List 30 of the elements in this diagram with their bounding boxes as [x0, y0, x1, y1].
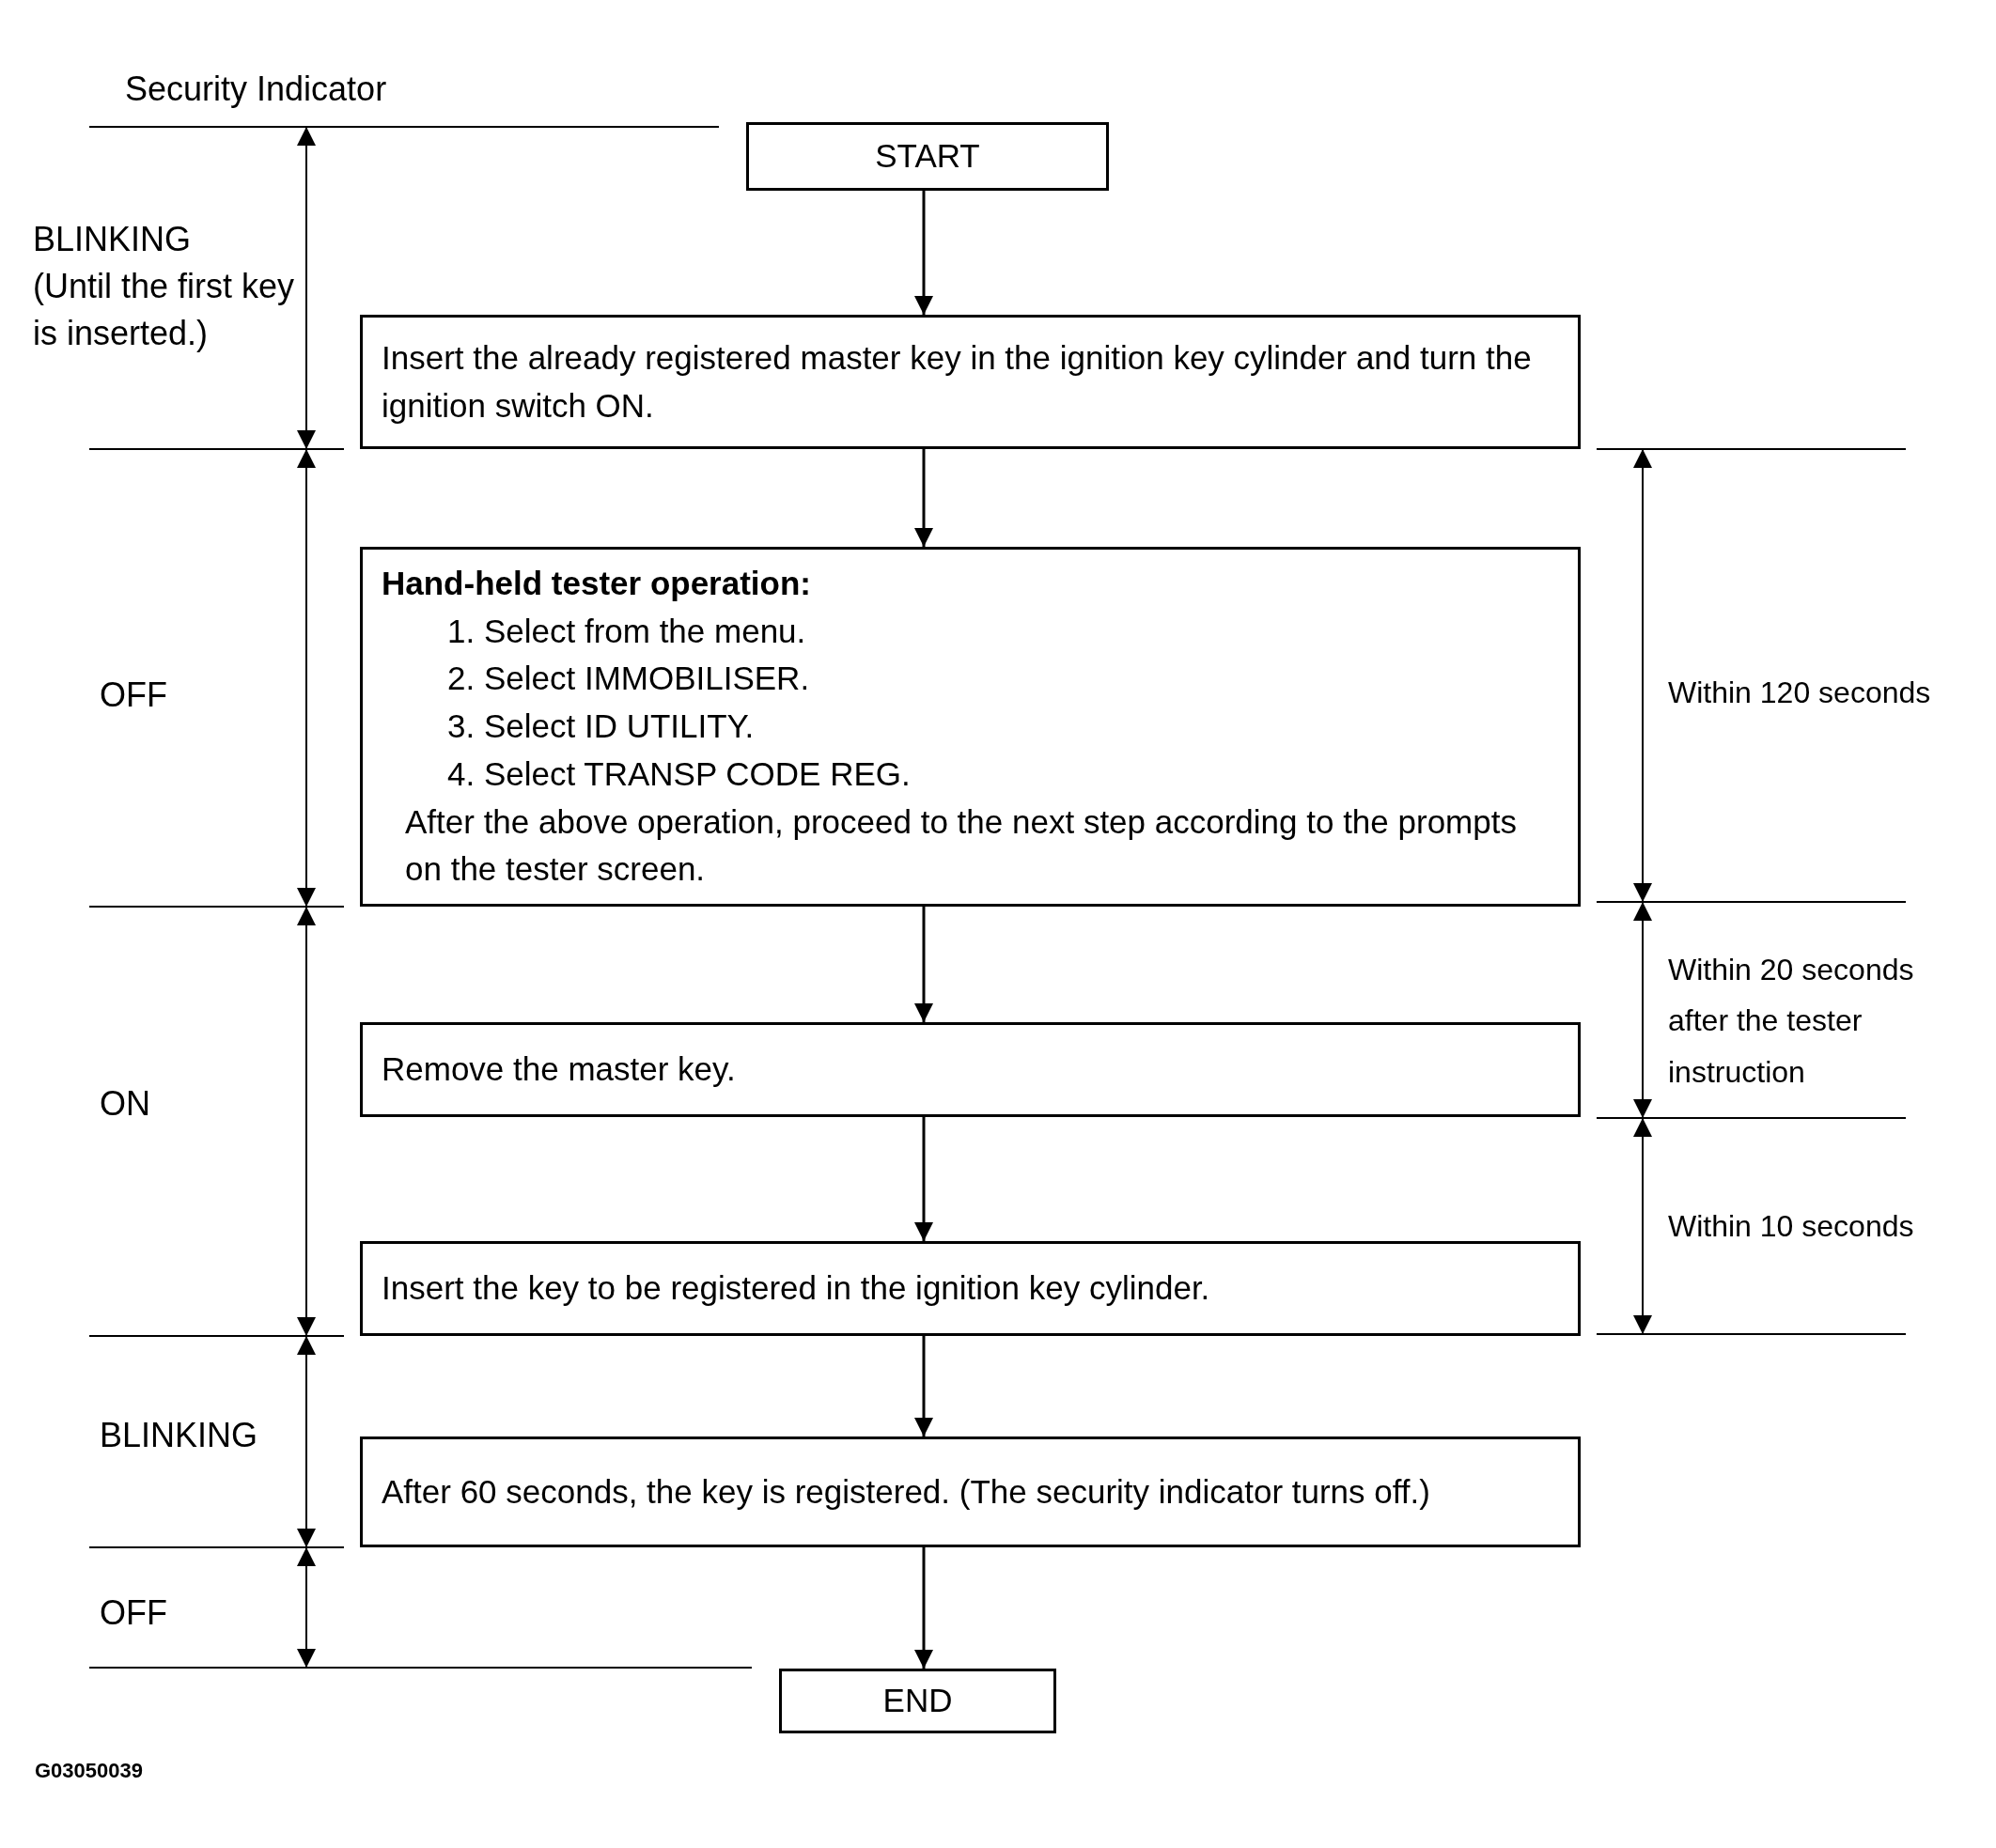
- process-box: [360, 547, 1581, 907]
- state-text: BLINKING: [100, 1415, 258, 1456]
- step-text: 4. Select TRANSP CODE REG.: [447, 753, 912, 794]
- box-text: After the above operation, proceed to the next step according to the prompts on the tester screen.: [405, 801, 1518, 890]
- arrow: [914, 1117, 933, 1241]
- arrow: [914, 449, 933, 547]
- time-limit-text: Within 10 seconds: [1668, 1208, 1914, 1245]
- step-text: 2. Select IMMOBILISER.: [447, 659, 811, 699]
- arrow: [914, 907, 933, 1022]
- process-box: Insert the already registered master key in the ignition key cylinder and turn the ignition switch ON.: [360, 315, 1581, 449]
- heading-text: Security Indicator: [125, 69, 387, 110]
- state-note: (Until the first key is inserted.): [33, 266, 296, 355]
- arrow: [914, 1547, 933, 1669]
- process-box: After 60 seconds, the key is registered. (The security indicator turns off.): [360, 1436, 1581, 1547]
- step-text: 3. Select ID UTILITY.: [447, 707, 756, 747]
- state-text: BLINKING: [33, 219, 192, 260]
- arrow: [914, 1336, 933, 1436]
- end-box: END: [779, 1669, 1056, 1733]
- process-box: Remove the master key.: [360, 1022, 1581, 1117]
- figure-code: G03050039: [35, 1758, 143, 1784]
- state-text: OFF: [100, 1592, 167, 1634]
- state-text: OFF: [100, 675, 167, 716]
- time-limit-text: Within 20 seconds after the tester instruction: [1668, 952, 1915, 1091]
- time-limit-text: Within 120 seconds: [1668, 675, 1931, 711]
- start-box: START: [746, 122, 1109, 191]
- process-box: Insert the key to be registered in the ignition key cylinder.: [360, 1241, 1581, 1336]
- step-text: 1. Select from the menu.: [447, 611, 807, 651]
- box-heading: Hand-held tester operation:: [382, 563, 812, 603]
- state-text: ON: [100, 1083, 150, 1125]
- arrow: [914, 191, 933, 315]
